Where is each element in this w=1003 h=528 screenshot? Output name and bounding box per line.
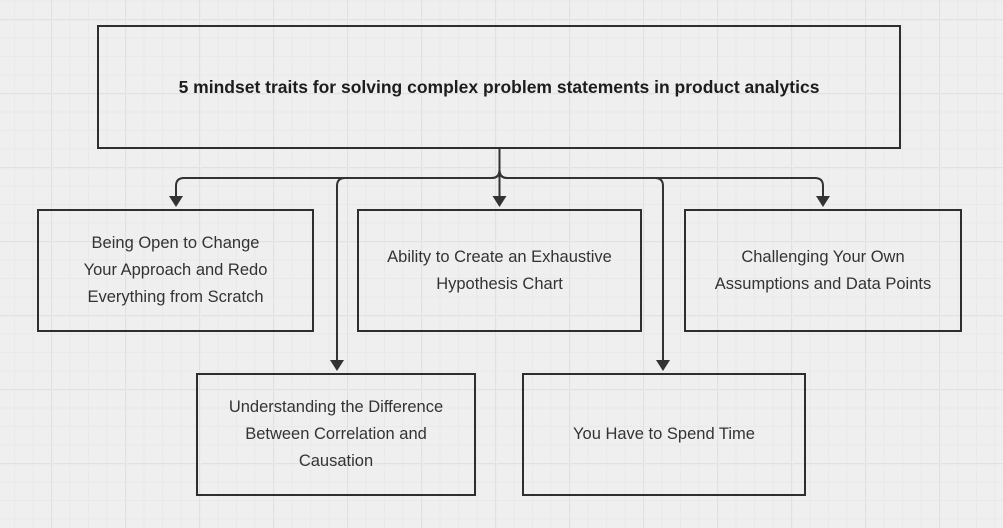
node-being-open-to-change: Being Open to Change Your Approach and R… bbox=[37, 209, 314, 332]
connector-title-to-trait-3 bbox=[498, 149, 824, 197]
node-exhaustive-hypothesis-chart: Ability to Create an Exhaustive Hypothes… bbox=[357, 209, 642, 332]
node-label: Ability to Create an Exhaustive Hypothes… bbox=[387, 247, 612, 293]
node-label: Understanding the Difference Between Cor… bbox=[228, 398, 444, 470]
node-label: You Have to Spend Time bbox=[573, 425, 755, 443]
node-challenging-assumptions: Challenging Your Own Assumptions and Dat… bbox=[684, 209, 962, 332]
arrowhead-trait-1 bbox=[169, 196, 183, 207]
diagram-title-label: 5 mindset traits for solving complex pro… bbox=[178, 76, 820, 97]
connector-title-to-trait-1 bbox=[175, 149, 501, 197]
node-label: Being Open to Change Your Approach and R… bbox=[83, 234, 268, 306]
node-spend-time: You Have to Spend Time bbox=[522, 373, 806, 496]
node-label: Challenging Your Own Assumptions and Dat… bbox=[714, 247, 932, 293]
arrowhead-trait-5 bbox=[656, 360, 670, 371]
arrowhead-trait-4 bbox=[330, 360, 344, 371]
arrowhead-trait-2 bbox=[492, 196, 507, 207]
node-correlation-vs-causation: Understanding the Difference Between Cor… bbox=[196, 373, 476, 496]
arrowhead-trait-3 bbox=[816, 196, 830, 207]
diagram-title-node: 5 mindset traits for solving complex pro… bbox=[97, 25, 901, 149]
